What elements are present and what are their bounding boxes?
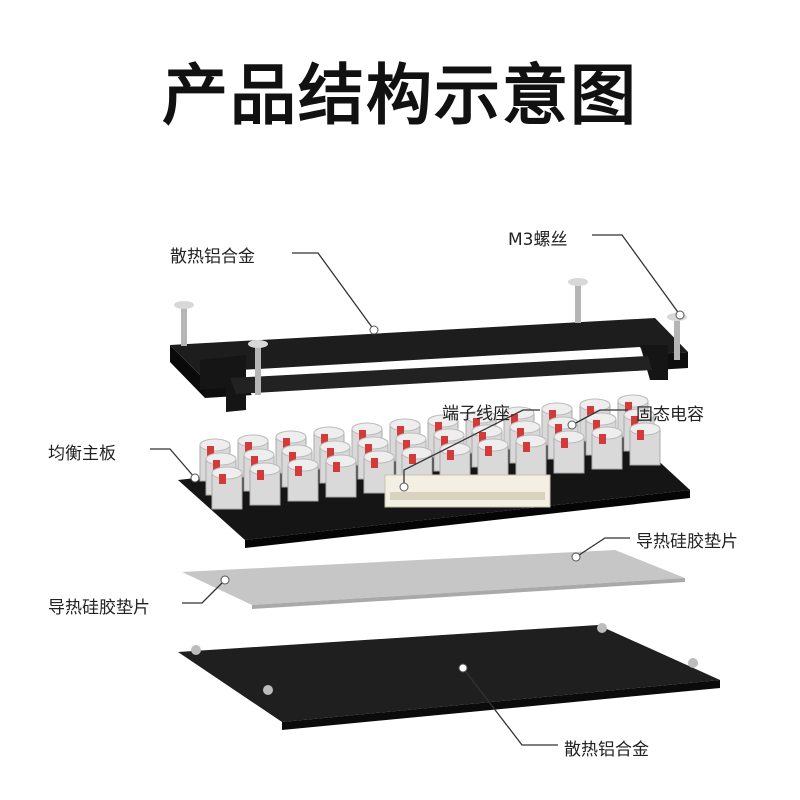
capacitor-polarity-mark [283, 438, 290, 448]
capacitor-top [553, 430, 585, 444]
capacitor-polarity-mark [327, 448, 334, 458]
capacitor-polarity-mark [219, 474, 226, 484]
capacitor-polarity-mark [517, 428, 524, 438]
capacitor-polarity-mark [587, 406, 594, 416]
label-terminal: 端子线座 [442, 404, 510, 424]
capacitor-top [249, 462, 281, 476]
label-screw: M3螺丝 [508, 230, 568, 250]
capacitor-polarity-mark [435, 422, 442, 432]
capacitor-top [351, 422, 383, 436]
capacitor-polarity-mark [321, 434, 328, 444]
capacitor-top [357, 436, 389, 450]
capacitor-polarity-mark [593, 420, 600, 430]
capacitor-polarity-mark [397, 426, 404, 436]
capacitor-top [237, 434, 269, 448]
capacitor-top [325, 454, 357, 468]
capacitor-top [287, 458, 319, 472]
capacitor-polarity-mark [207, 446, 214, 456]
leader-dots [190, 310, 685, 673]
m3-screws [174, 278, 687, 395]
capacitor-polarity-mark [371, 458, 378, 468]
capacitor-polarity-mark [473, 418, 480, 428]
capacitor-polarity-mark [333, 462, 340, 472]
capacitor-top [395, 432, 427, 446]
diagram-title: 产品结构示意图 [162, 57, 638, 134]
top-heatsink-frame [170, 318, 688, 412]
capacitor-top [313, 426, 345, 440]
capacitor-polarity-mark [511, 414, 518, 424]
label-board: 均衡主板 [48, 444, 116, 464]
capacitor-top [401, 446, 433, 460]
capacitor-polarity-mark [447, 450, 454, 460]
capacitor-polarity-mark [359, 430, 366, 440]
leader-lines [150, 234, 681, 746]
capacitor-polarity-mark [561, 438, 568, 448]
capacitor-top [243, 448, 275, 462]
capacitor-top [205, 452, 237, 466]
capacitor-top [199, 438, 231, 452]
capacitor-top [389, 418, 421, 432]
capacitor-polarity-mark [637, 430, 644, 440]
capacitor-polarity-mark [403, 440, 410, 450]
capacitor-top [433, 428, 465, 442]
capacitor-top [509, 420, 541, 434]
bottom-heatsink-plate [178, 623, 720, 730]
capacitor-top [477, 438, 509, 452]
capacitor-top [471, 424, 503, 438]
capacitor-polarity-mark [485, 446, 492, 456]
capacitor-polarity-mark [295, 466, 302, 476]
label-capacitor: 固态电容 [636, 405, 704, 425]
capacitor-top [319, 440, 351, 454]
balance-main-board [178, 394, 690, 548]
capacitor-top [579, 398, 611, 412]
capacitor-polarity-mark [441, 436, 448, 446]
terminal-block [384, 474, 551, 508]
capacitor-polarity-mark [555, 424, 562, 434]
capacitor-polarity-mark [479, 432, 486, 442]
capacitor-polarity-mark [251, 456, 258, 466]
capacitor-top [363, 450, 395, 464]
capacitor-polarity-mark [289, 452, 296, 462]
label-heatsink-bottom: 散热铝合金 [564, 740, 649, 760]
capacitor-polarity-mark [245, 442, 252, 452]
capacitor-top [281, 444, 313, 458]
capacitor-polarity-mark [631, 416, 638, 426]
capacitor-polarity-mark [365, 444, 372, 454]
capacitor-polarity-mark [257, 470, 264, 480]
capacitor-top [211, 466, 243, 480]
capacitor-polarity-mark [549, 410, 556, 420]
capacitor-polarity-mark [409, 454, 416, 464]
label-heatsink-top: 散热铝合金 [170, 247, 255, 267]
capacitor-body [287, 464, 319, 502]
capacitor-polarity-mark [213, 460, 220, 470]
label-pad-right: 导热硅胶垫片 [636, 532, 738, 552]
capacitor-top [275, 430, 307, 444]
capacitor-top [591, 426, 623, 440]
capacitor-top [541, 402, 573, 416]
thermal-pad [182, 550, 685, 609]
capacitor-top [515, 434, 547, 448]
capacitor-polarity-mark [625, 402, 632, 412]
capacitor-polarity-mark [599, 434, 606, 444]
capacitor-polarity-mark [523, 442, 530, 452]
solid-capacitors [199, 394, 661, 510]
label-pad-left: 导热硅胶垫片 [48, 598, 150, 618]
